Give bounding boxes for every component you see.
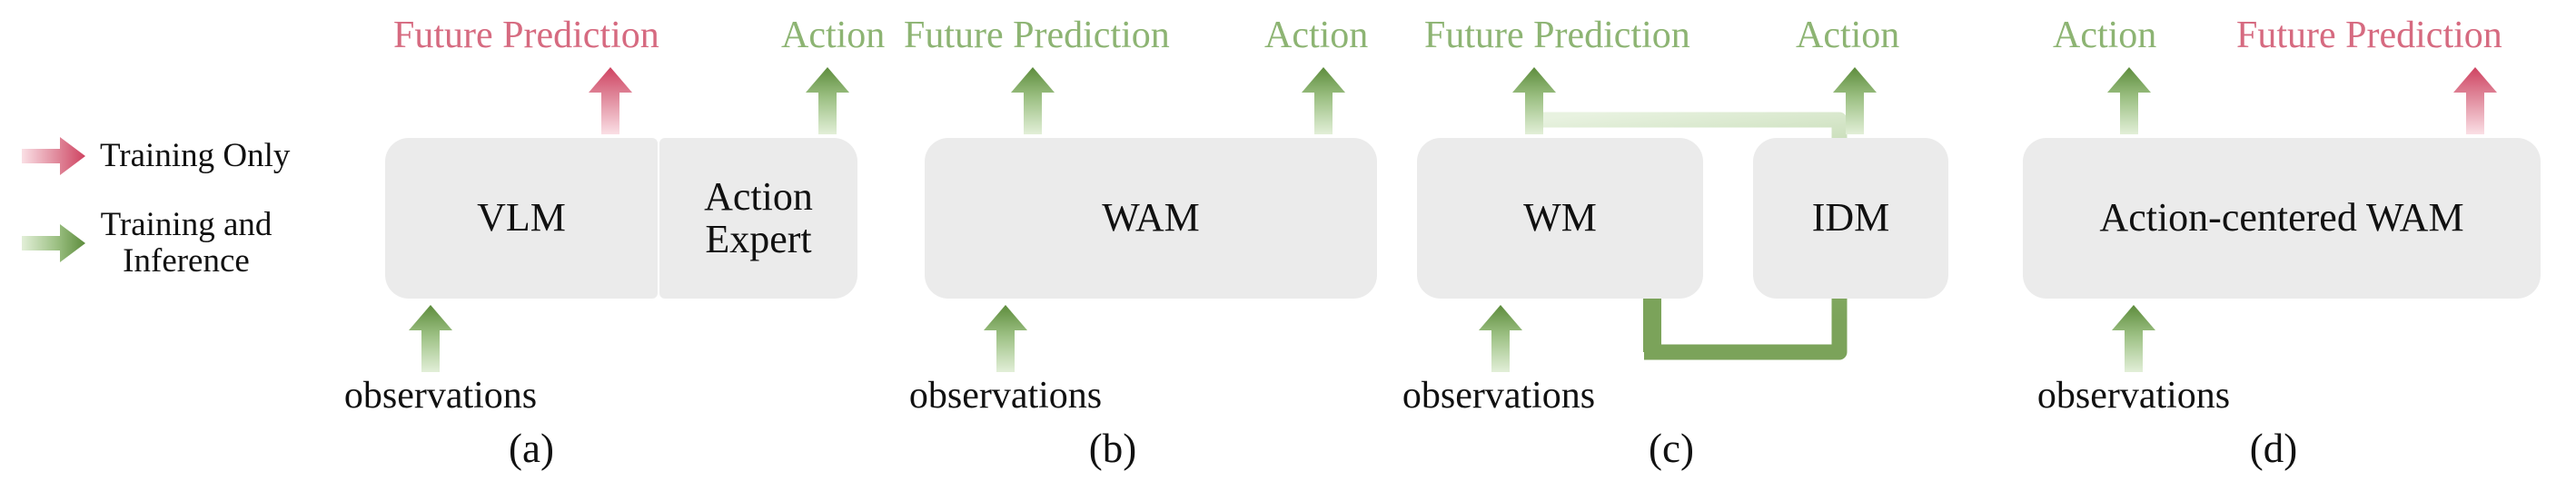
box-action-centered-wam-label: Action-centered WAM [2099, 195, 2464, 240]
input-label-observations: observations [2036, 375, 2231, 417]
output-label-action: Action [2053, 15, 2157, 56]
panel-c: Future Prediction Action WM IDM [1399, 0, 1998, 481]
panel-a: Future Prediction Action VLM Action Expe… [344, 0, 908, 481]
legend-item-training-and-inference: Training and Inference [20, 207, 272, 280]
output-label-future-prediction: Future Prediction [393, 15, 659, 56]
box-action-expert-line1: Action [704, 173, 813, 219]
box-idm: IDM [1753, 138, 1948, 299]
box-vlm-label: VLM [477, 195, 566, 240]
arrow-up-observations-icon [406, 303, 455, 378]
arrow-up-observations-icon [981, 303, 1030, 378]
output-label-future-prediction: Future Prediction [904, 15, 1170, 56]
arrow-up-observations-icon [1476, 303, 1525, 378]
arrow-up-action-icon [2105, 65, 2154, 141]
arrow-up-future-prediction-icon [2451, 65, 2500, 141]
arrow-up-observations-icon [2109, 303, 2158, 378]
input-label-observations: observations [343, 375, 538, 417]
box-action-expert: Action Expert [659, 138, 857, 299]
legend-label-line2: Inference [123, 241, 250, 280]
box-wam: WAM [925, 138, 1377, 299]
legend-item-training-only: Training Only [20, 133, 290, 180]
arrow-up-action-icon [803, 65, 852, 141]
arrow-right-icon [20, 133, 87, 180]
box-vlm: VLM [385, 138, 658, 299]
output-label-action: Action [1796, 15, 1900, 56]
box-idm-label: IDM [1811, 195, 1890, 240]
box-action-expert-line2: Expert [705, 216, 812, 261]
arrow-up-future-prediction-icon [1510, 65, 1559, 141]
output-label-action: Action [781, 15, 886, 56]
panel-caption-b: (b) [1088, 426, 1137, 471]
panel-caption-c: (c) [1649, 426, 1694, 471]
panel-b: Future Prediction Action WAM observation… [904, 0, 1417, 481]
output-label-future-prediction: Future Prediction [1424, 15, 1690, 56]
arrow-up-future-prediction-icon [1008, 65, 1057, 141]
box-wam-label: WAM [1102, 195, 1200, 240]
arrow-up-action-icon [1830, 65, 1879, 141]
panel-d: Action Future Prediction Action-centered… [1989, 0, 2576, 481]
arrow-up-action-icon [1299, 65, 1348, 141]
box-wm: WM [1417, 138, 1703, 299]
panel-caption-d: (d) [2249, 426, 2298, 471]
legend-label-line1: Training and [100, 206, 272, 243]
box-action-expert-label: Action Expert [704, 173, 813, 261]
arrow-right-icon [20, 220, 87, 267]
legend-label-training-and-inference: Training and Inference [100, 207, 272, 280]
input-label-observations: observations [908, 375, 1103, 417]
legend-label-training-only: Training Only [100, 137, 291, 175]
box-action-centered-wam: Action-centered WAM [2023, 138, 2541, 299]
box-wm-label: WM [1523, 195, 1597, 240]
input-label-observations: observations [1402, 375, 1596, 417]
output-label-action: Action [1264, 15, 1369, 56]
output-label-future-prediction: Future Prediction [2236, 15, 2502, 56]
arrow-up-future-prediction-icon [586, 65, 635, 141]
panel-caption-a: (a) [509, 426, 554, 471]
legend: Training Only Training and Inference [0, 0, 381, 481]
